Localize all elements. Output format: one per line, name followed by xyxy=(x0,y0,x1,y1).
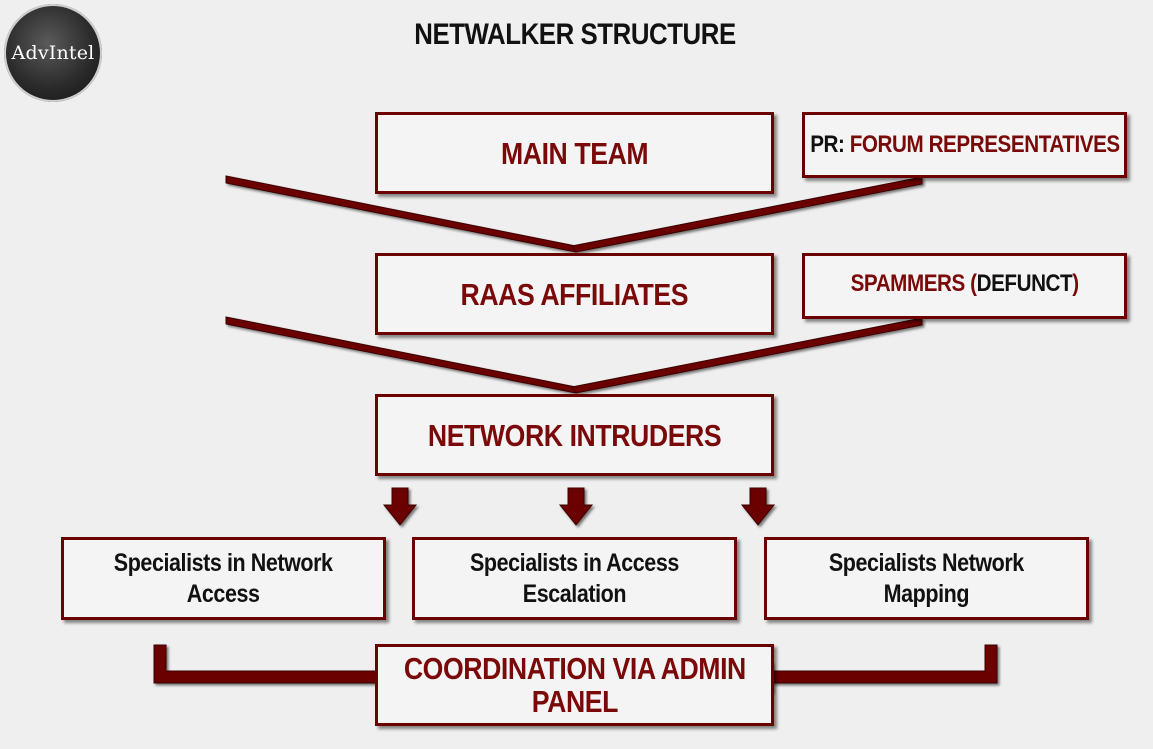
spec-access-line2: Access xyxy=(187,579,260,608)
spec-access-line1: Specialists in Network xyxy=(114,548,333,577)
advintel-logo: AdvIntel xyxy=(4,4,102,102)
coordination-line1: COORDINATION VIA ADMIN xyxy=(403,651,746,686)
bent-arrow-right-icon xyxy=(749,644,998,693)
raas-affiliates-node: RAAS AFFILIATES xyxy=(375,253,774,335)
pr-prefix: PR: xyxy=(809,131,850,158)
spec-escalation-line1: Specialists in Access xyxy=(470,548,679,577)
spec-escalation-line2: Escalation xyxy=(522,579,627,608)
network-intruders-label: NETWORK INTRUDERS xyxy=(427,417,722,453)
specialists-access-escalation-label: Specialists in Access Escalation xyxy=(470,548,679,610)
diagram-title: NETWALKER STRUCTURE xyxy=(414,18,736,51)
connector-spammers-to-intruders xyxy=(571,317,923,394)
specialists-access-escalation-node: Specialists in Access Escalation xyxy=(412,537,737,620)
spec-mapping-line2: Mapping xyxy=(883,579,970,608)
spec-mapping-line1: Specialists Network xyxy=(829,548,1024,577)
coordination-admin-panel-label: COORDINATION VIA ADMIN PANEL xyxy=(403,652,745,718)
raas-affiliates-label: RAAS AFFILIATES xyxy=(460,276,689,312)
down-arrow-center-icon xyxy=(558,487,594,526)
network-intruders-node: NETWORK INTRUDERS xyxy=(375,394,774,476)
coordination-line2: PANEL xyxy=(531,684,618,719)
logo-text: AdvIntel xyxy=(11,42,95,64)
specialists-network-mapping-label: Specialists Network Mapping xyxy=(829,548,1024,610)
main-team-node: MAIN TEAM xyxy=(375,112,774,194)
down-arrow-right-icon xyxy=(740,487,776,526)
pr-label-wrapper: PR: FORUM REPRESENTATIVES xyxy=(810,131,1120,159)
pr-forum-representatives-node: PR: FORUM REPRESENTATIVES xyxy=(802,112,1127,178)
coordination-admin-panel-node: COORDINATION VIA ADMIN PANEL xyxy=(375,644,774,726)
spammers-close: ) xyxy=(1072,270,1079,297)
pr-forum-representatives-label: FORUM REPRESENTATIVES xyxy=(849,131,1120,158)
spammers-node: SPAMMERS (DEFUNCT) xyxy=(802,253,1127,319)
down-arrow-left-icon xyxy=(382,487,418,526)
spammers-status: DEFUNCT xyxy=(976,270,1073,297)
specialists-network-access-label: Specialists in Network Access xyxy=(114,548,333,610)
bent-arrow-left-icon xyxy=(153,644,401,693)
specialists-network-access-node: Specialists in Network Access xyxy=(61,537,386,620)
spammers-label-wrapper: SPAMMERS (DEFUNCT) xyxy=(850,270,1078,298)
connector-pr-to-raas xyxy=(571,176,923,253)
spammers-label: SPAMMERS ( xyxy=(850,270,977,297)
specialists-network-mapping-node: Specialists Network Mapping xyxy=(764,537,1089,620)
main-team-label: MAIN TEAM xyxy=(500,135,649,171)
